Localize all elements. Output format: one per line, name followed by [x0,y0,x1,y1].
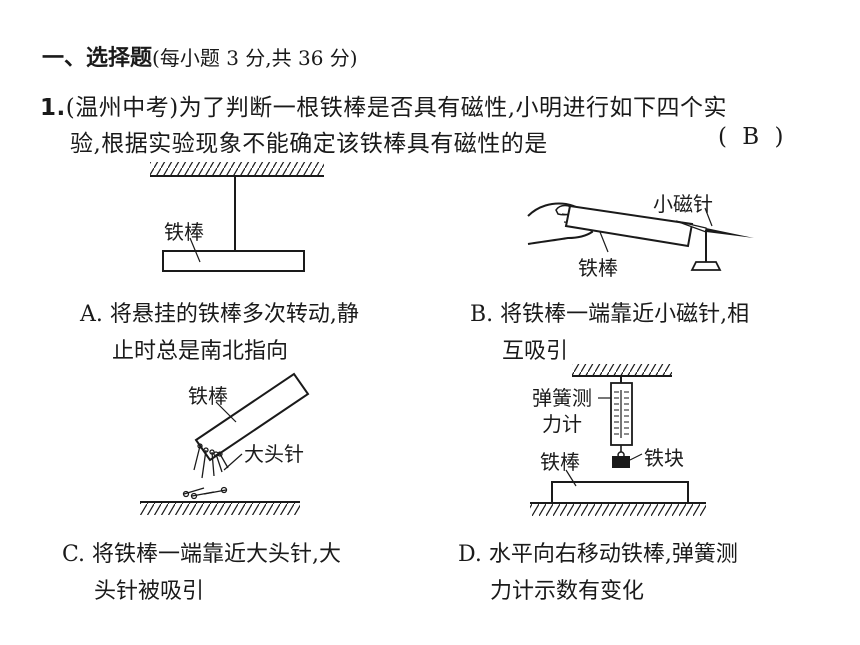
figure-c [140,372,310,515]
floor-pins [182,486,228,500]
label-rod-a: 铁棒 [164,220,204,244]
label-scale-d: 弹簧测 [532,386,592,410]
question-source: (温州中考) [65,95,179,121]
ceiling-hatch-d [572,364,672,376]
option-d-line1: D. 水平向右移动铁棒,弹簧测 [458,542,738,567]
label-needle-b: 小磁针 [653,192,713,216]
option-a-line2: 止时总是南北指向 [112,339,289,364]
figure-b [527,202,754,271]
label-scale2-d: 力计 [542,412,582,436]
iron-rod-a [162,250,305,272]
question-text-2: 验,根据实验现象不能确定该铁棒具有磁性的是 [70,131,548,157]
section-note: (每小题 3 分,共 36 分) [152,46,358,70]
question-text-1: 为了判断一根铁棒是否具有磁性,小明进行如下四个实 [178,95,728,121]
option-b-line2: 互吸引 [502,339,569,364]
section-header: 一、选择题(每小题 3 分,共 36 分) [42,40,358,72]
label-rod-b: 铁棒 [578,256,618,280]
figure-d [530,364,706,516]
rod-leader-d [565,469,577,487]
hanging-pins [193,443,229,479]
floor-hatch-c [140,502,300,515]
label-pins-c: 大头针 [244,442,304,466]
question-line-1: 1.(温州中考)为了判断一根铁棒是否具有磁性,小明进行如下四个实 [40,88,727,122]
section-number: 一、 [42,46,87,71]
iron-rod-b [564,204,694,248]
figure-a [150,162,324,272]
needle-leader [704,207,713,227]
label-leader-b [599,231,609,253]
label-rod-c: 铁棒 [188,384,228,408]
block-leader [629,453,643,461]
label-rod-d: 铁棒 [540,450,580,474]
scale-ticks [614,391,629,435]
option-d-line2: 力计示数有变化 [490,579,645,604]
section-title: 选择题 [86,46,153,71]
ceiling-hatch [150,162,324,176]
needle-dark [706,228,754,238]
needle-base [690,261,722,271]
iron-block [612,456,630,468]
option-c-line1: C. 将铁棒一端靠近大头针,大 [62,542,342,567]
floor-hatch-d [530,503,706,516]
option-a-line1: A. 将悬挂的铁棒多次转动,静 [80,302,359,327]
question-number: 1. [40,95,66,121]
option-c-line2: 头针被吸引 [94,579,205,604]
label-block-d: 铁块 [644,446,684,470]
iron-rod-d [551,481,689,504]
answer-blank: ( B ) [718,124,784,150]
label-leader-a [189,237,201,263]
option-b-line1: B. 将铁棒一端靠近小磁针,相 [470,302,750,327]
label-leader-c [215,401,237,423]
pins-leader [223,453,243,471]
